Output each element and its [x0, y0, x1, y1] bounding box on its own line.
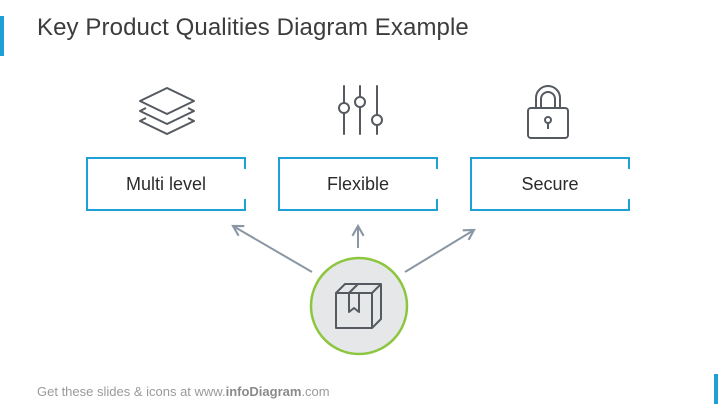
product-box-icon [335, 283, 382, 329]
padlock-icon [527, 85, 569, 139]
footer-brand: infoDiagram [225, 384, 302, 399]
footer-prefix: Get these slides & icons at www. [37, 384, 226, 399]
footer-suffix: .com [301, 384, 330, 399]
quality-label: Secure [521, 173, 579, 194]
quality-box-flexible: Flexible [278, 157, 438, 211]
arrow-to-secure [404, 228, 476, 273]
footer-credit: Get these slides & icons at www.infoDiag… [37, 384, 330, 399]
quality-box-multi-level: Multi level [86, 157, 246, 211]
sliders-icon [338, 85, 383, 135]
slide-title: Key Product Qualities Diagram Example [37, 14, 469, 41]
quality-label: Multi level [125, 173, 207, 194]
arrow-to-multi-level [231, 224, 313, 273]
layers-icon [139, 87, 195, 135]
left-accent-bar [0, 16, 4, 56]
quality-box-secure: Secure [470, 157, 630, 211]
right-accent-bar [714, 374, 718, 404]
quality-label: Flexible [326, 173, 390, 194]
